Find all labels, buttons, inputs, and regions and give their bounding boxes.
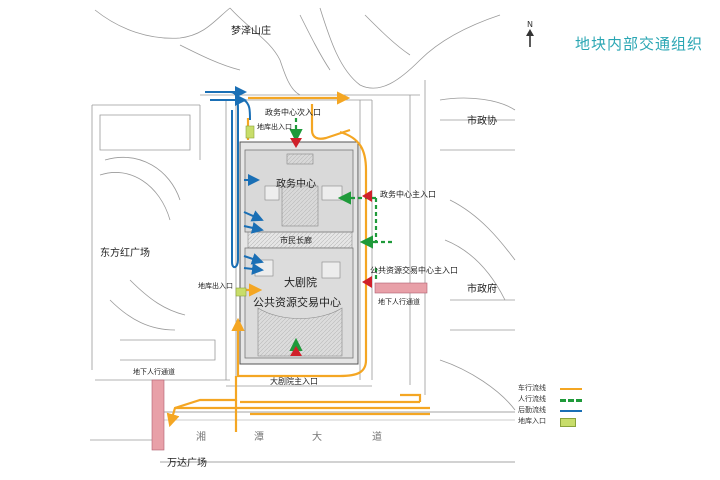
underpass-left <box>151 379 165 451</box>
entry-arrow-icon <box>290 138 302 148</box>
label-zhengwu-center: 政务中心 <box>276 177 316 190</box>
main-building <box>239 141 359 365</box>
label-wanda: 万达广场 <box>167 456 207 469</box>
entry-arrow-icon <box>290 346 302 356</box>
label-zhengwu-main: 政务中心主入口 <box>380 189 436 199</box>
road-char-3: 大 <box>312 430 322 443</box>
north-arrow-icon <box>526 29 534 47</box>
label-zhengwu-secondary: 政务中心次入口 <box>265 107 321 117</box>
logistics-line-swatch <box>560 410 582 412</box>
road-char-4: 道 <box>372 430 382 443</box>
page-title: 地块内部交通组织 <box>575 35 704 53</box>
legend-label: 车行流线 <box>518 384 546 392</box>
legend-label: 后勤流线 <box>518 406 546 414</box>
north-indicator: N <box>522 20 538 51</box>
entry-arrow-icon <box>362 190 372 202</box>
legend-item-pedestrian: 人行流线 <box>518 394 594 405</box>
north-label: N <box>527 20 533 29</box>
garage-entry-swatch <box>560 418 576 427</box>
label-dongfanghong: 东方红广场 <box>100 246 150 259</box>
garage-entry-left <box>235 287 247 297</box>
label-garage-exit-left: 地库出入口 <box>198 281 233 290</box>
vehicle-flow-lines <box>166 91 430 432</box>
label-mengze: 梦泽山庄 <box>231 24 271 37</box>
label-underpass-right: 地下人行通道 <box>378 297 420 306</box>
label-shimin-gallery: 市民长廊 <box>280 235 312 245</box>
legend-item-garage: 地库入口 <box>518 416 594 427</box>
label-garage-exit-top: 地库出入口 <box>257 122 292 131</box>
pedestrian-line-swatch <box>560 399 582 402</box>
label-underpass-left: 地下人行通道 <box>133 367 175 376</box>
label-ggzy-main: 公共资源交易中心主入口 <box>370 265 458 275</box>
road-char-2: 潭 <box>254 431 264 443</box>
legend-label: 人行流线 <box>518 395 546 403</box>
legend-item-vehicle: 车行流线 <box>518 383 594 394</box>
garage-entry-top <box>245 125 255 139</box>
label-theatre-main: 大剧院主入口 <box>270 376 318 386</box>
logistics-flow-lines <box>205 86 264 275</box>
legend: 车行流线 人行流线 后勤流线 地库入口 <box>518 383 594 427</box>
label-theatre: 大剧院 <box>284 275 317 289</box>
vehicle-line-swatch <box>560 388 582 390</box>
label-shizhengfu: 市政府 <box>467 282 497 295</box>
entry-arrow-icons <box>290 138 372 356</box>
map-labels: 梦泽山庄 东方红广场 市政协 市政府 万达广场 湘 潭 大 道 政务中心次入口 … <box>100 24 497 469</box>
underpass-right <box>374 282 428 294</box>
legend-item-logistics: 后勤流线 <box>518 405 594 416</box>
road-char-1: 湘 <box>196 430 206 443</box>
label-ggzy-center: 公共资源交易中心 <box>253 295 341 309</box>
legend-label: 地库入口 <box>518 417 546 425</box>
label-shizhengxie: 市政协 <box>467 114 497 127</box>
entry-arrow-icon <box>362 276 372 288</box>
base-map <box>90 7 516 463</box>
